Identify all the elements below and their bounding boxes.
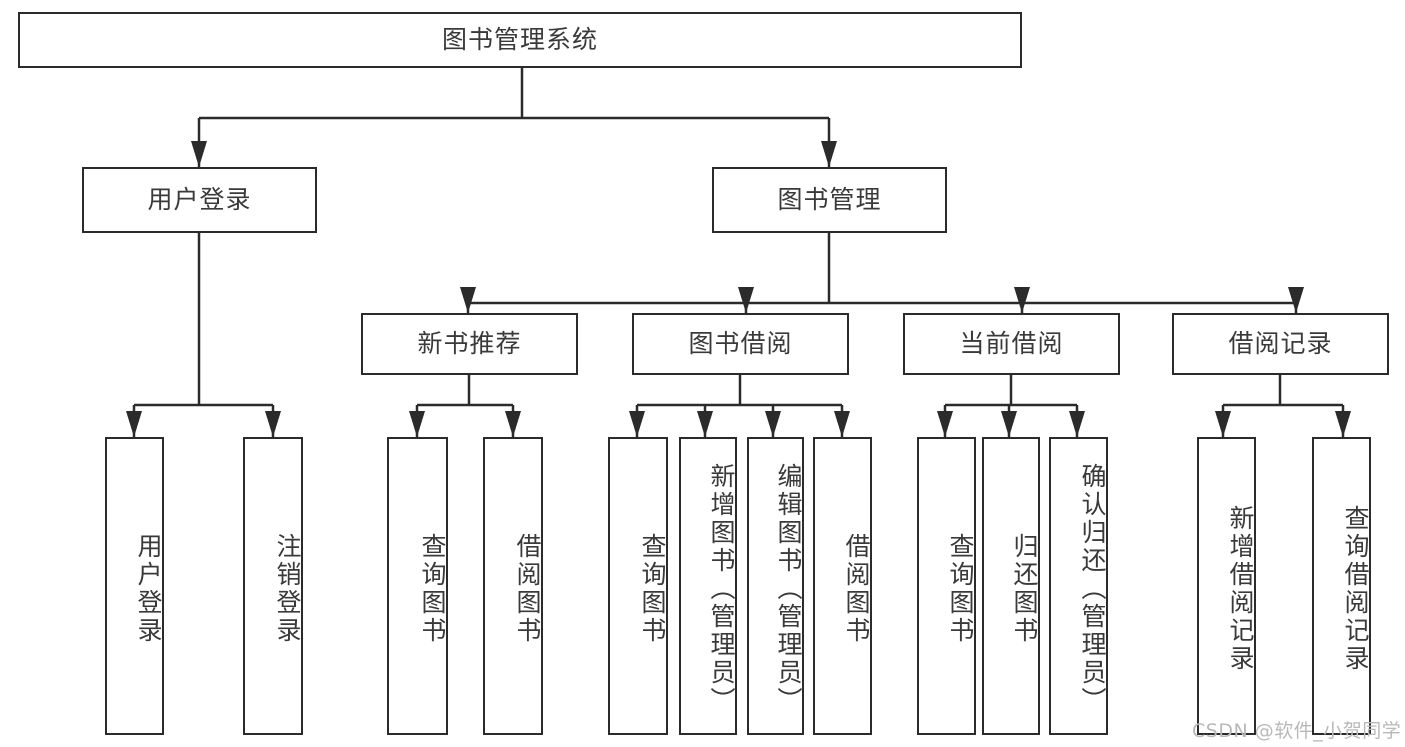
node-label: 新增图书（管理员） [707,463,736,715]
node-label: 图书管理系统 [441,25,598,54]
leaf-node-3: 借阅图书 [483,437,543,735]
leaf-node-7: 借阅图书 [813,437,872,735]
node-label: 确认归还（管理员） [1078,463,1107,715]
arrow-head [1215,411,1231,437]
root-node-0: 图书管理系统 [18,12,1022,68]
leaf-node-1: 注销登录 [243,437,303,735]
arrow-head [1001,411,1017,437]
level3-node-2: 当前借阅 [903,313,1120,375]
node-label: 当前借阅 [959,329,1064,358]
node-label: 用户登录 [134,533,163,645]
node-label: 新书推荐 [417,329,522,358]
node-label: 注销登录 [273,533,302,645]
leaf-node-12: 查询借阅记录 [1312,437,1371,735]
node-label: 新增借阅记录 [1226,505,1255,673]
arrow-head [629,411,645,437]
leaf-node-6: 编辑图书（管理员） [747,437,804,735]
level3-node-1: 图书借阅 [632,313,849,375]
level2-node-1: 图书管理 [712,167,947,233]
arrow-head [191,141,207,167]
leaf-node-4: 查询图书 [608,437,668,735]
leaf-node-2: 查询图书 [387,437,448,735]
node-label: 借阅记录 [1228,329,1333,358]
arrow-head [409,411,425,437]
arrow-head [937,411,953,437]
node-label: 用户登录 [147,185,252,214]
leaf-node-8: 查询图书 [917,437,976,735]
arrow-head [126,411,142,437]
node-label: 查询图书 [418,533,447,645]
leaf-node-11: 新增借阅记录 [1197,437,1256,735]
level2-node-0: 用户登录 [82,167,317,233]
node-label: 查询图书 [946,533,975,645]
arrow-head [1069,411,1085,437]
arrow-head [821,141,837,167]
arrow-head [505,411,521,437]
node-label: 图书借阅 [688,329,793,358]
leaf-node-0: 用户登录 [105,437,164,735]
arrow-head [1014,287,1030,313]
level3-node-0: 新书推荐 [361,313,578,375]
arrow-head [697,411,713,437]
arrow-head [834,411,850,437]
node-label: 借阅图书 [513,533,542,645]
leaf-node-5: 新增图书（管理员） [679,437,737,735]
node-label: 借阅图书 [842,533,871,645]
arrow-head [460,287,476,313]
watermark-label: CSDN @软件_小贺同学 [1192,720,1402,742]
node-label: 编辑图书（管理员） [774,463,803,715]
node-label: 归还图书 [1010,533,1039,645]
node-label: 查询图书 [638,533,667,645]
level3-node-3: 借阅记录 [1172,313,1389,375]
arrow-head [1335,411,1351,437]
arrow-head [738,287,754,313]
arrow-head [765,411,781,437]
node-label: 查询借阅记录 [1341,505,1370,673]
arrow-head [265,411,281,437]
leaf-node-10: 确认归还（管理员） [1049,437,1108,735]
leaf-node-9: 归还图书 [982,437,1040,735]
arrow-head [1288,287,1304,313]
node-label: 图书管理 [777,185,882,214]
